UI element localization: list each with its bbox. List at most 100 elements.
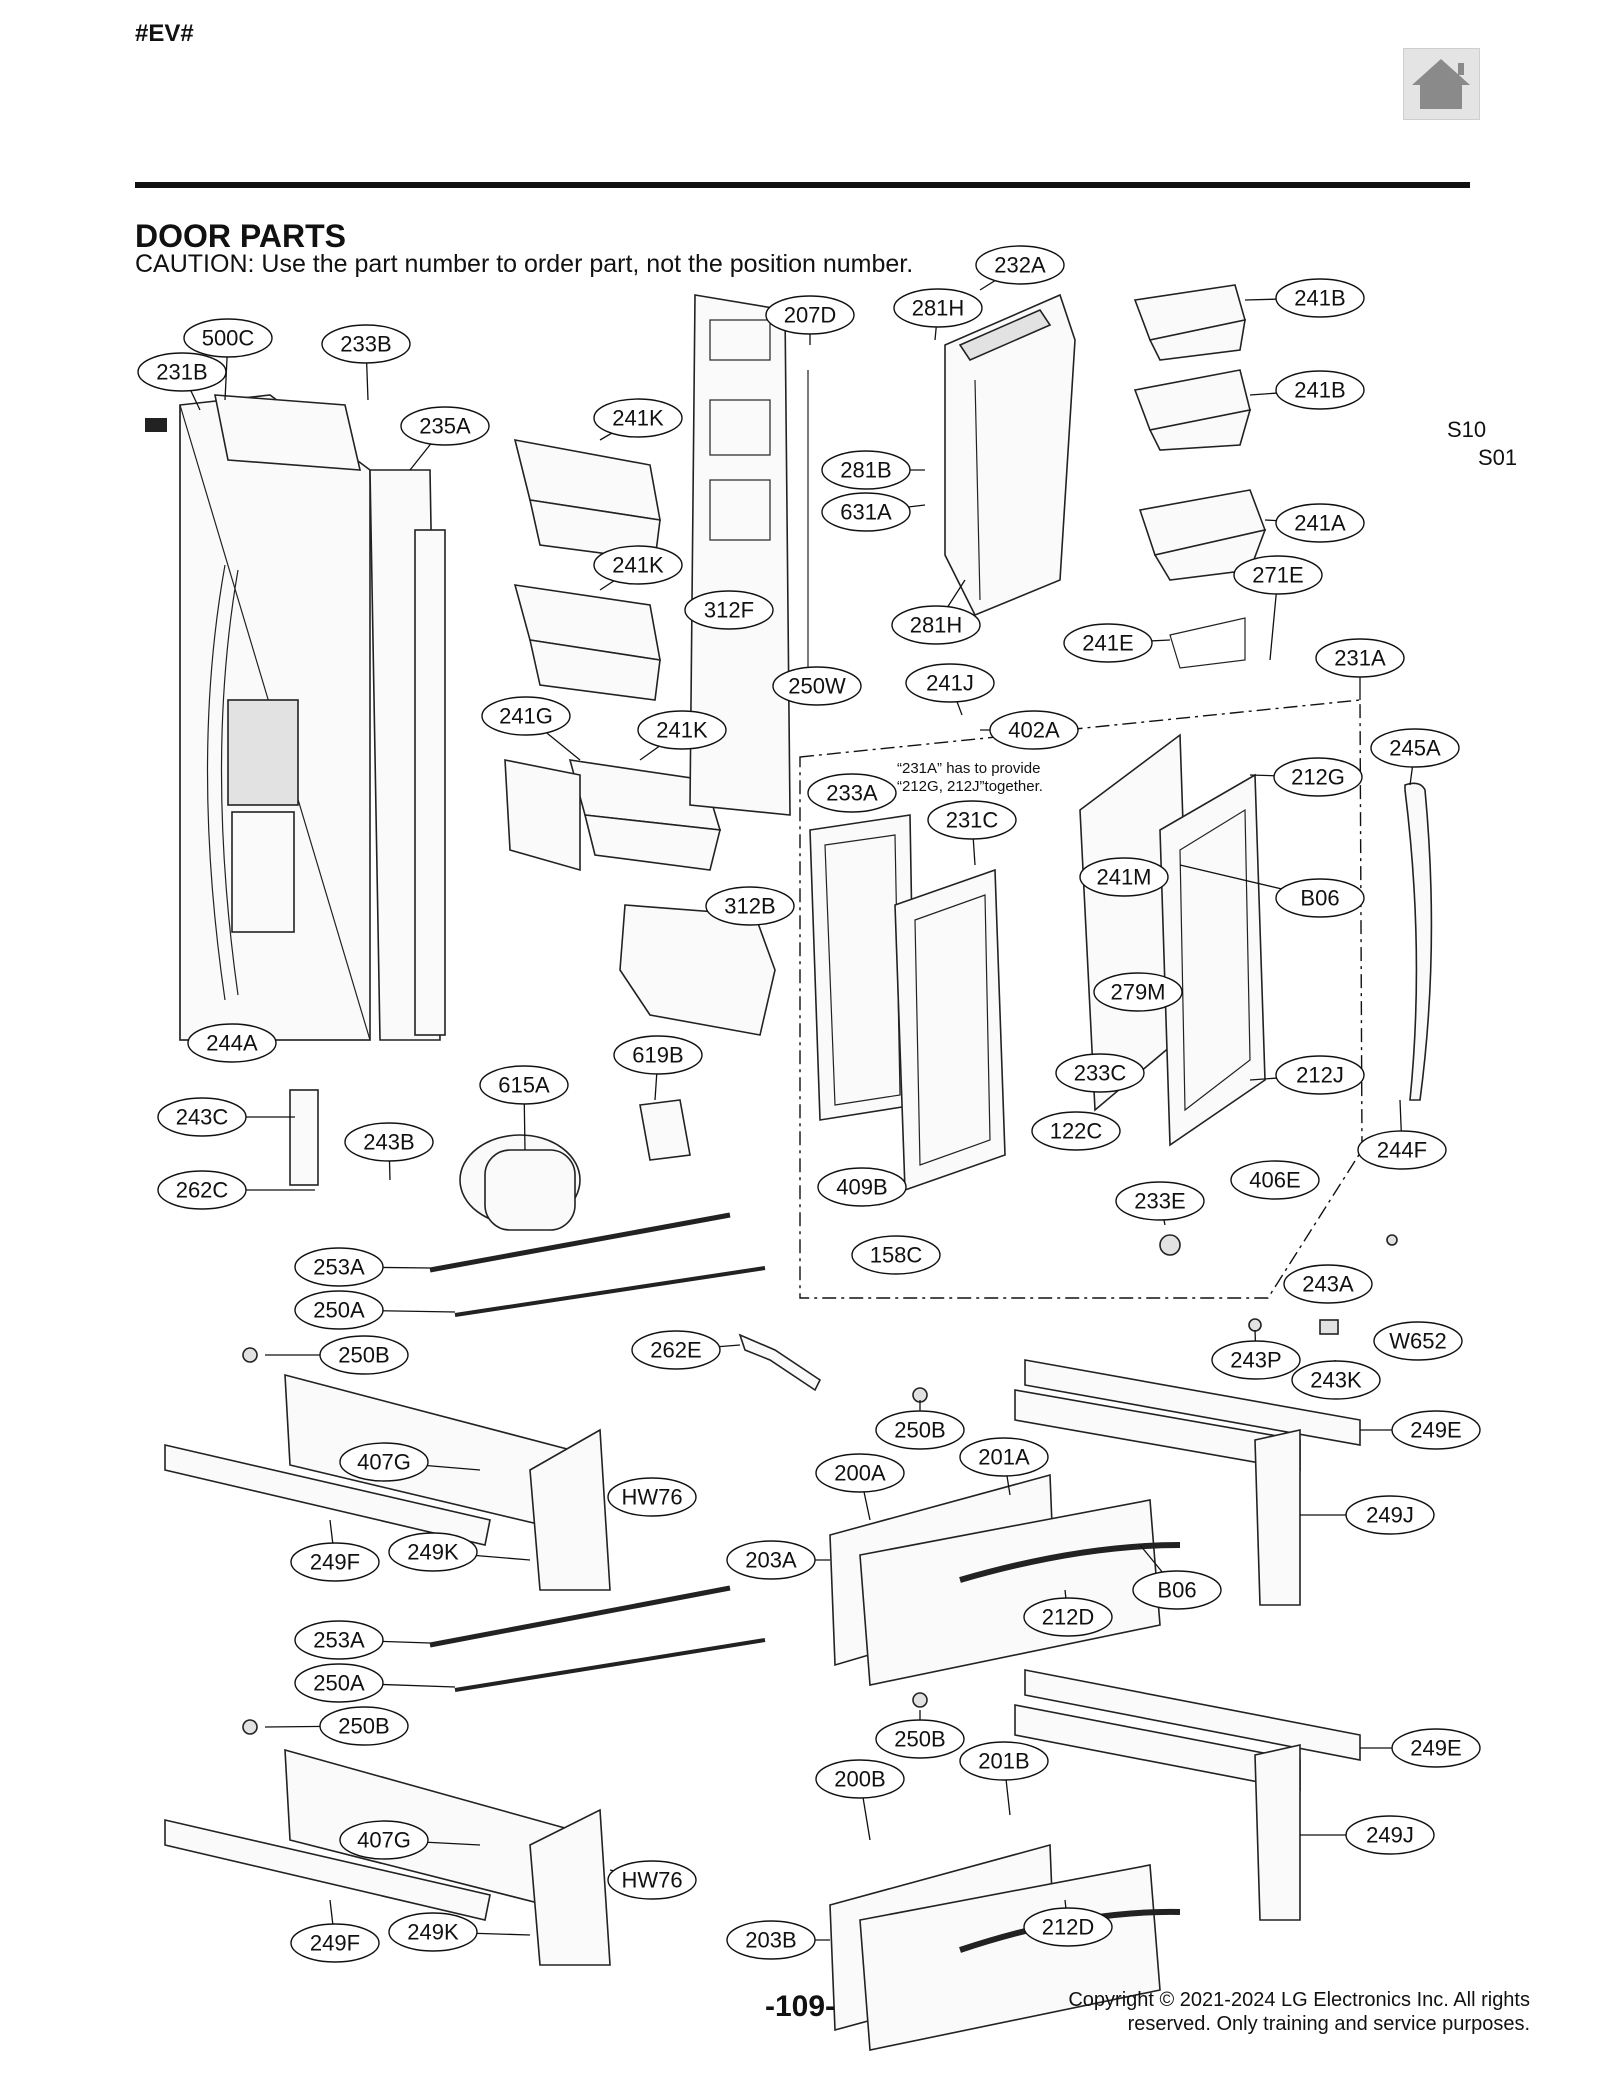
callout-label: 200A bbox=[834, 1461, 886, 1486]
callout-label: 249K bbox=[407, 1540, 459, 1565]
callout-label: 232A bbox=[994, 253, 1046, 278]
callout-label: 281H bbox=[910, 613, 963, 638]
callout-250b: 250B bbox=[319, 1335, 409, 1375]
callout-label: B06 bbox=[1300, 886, 1339, 911]
callout-281h: 281H bbox=[891, 605, 981, 645]
callout-233c: 233C bbox=[1055, 1053, 1145, 1093]
callout-label: 241M bbox=[1096, 865, 1151, 890]
callout-label: 615A bbox=[498, 1073, 550, 1098]
callout-label: 312F bbox=[704, 598, 754, 623]
callout-207d: 207D bbox=[765, 295, 855, 335]
callout-231a: 231A bbox=[1315, 638, 1405, 678]
callout-label: B06 bbox=[1157, 1578, 1196, 1603]
header-rule bbox=[135, 182, 1470, 188]
callout-label: 233C bbox=[1074, 1061, 1127, 1086]
callout-250a: 250A bbox=[294, 1290, 384, 1330]
copyright-line-2: reserved. Only training and service purp… bbox=[1127, 2013, 1530, 2035]
callout-203b: 203B bbox=[726, 1920, 816, 1960]
home-icon bbox=[1412, 59, 1470, 109]
callout-262c: 262C bbox=[157, 1170, 247, 1210]
callout-label: HW76 bbox=[621, 1485, 682, 1510]
callout-212d: 212D bbox=[1023, 1597, 1113, 1637]
callout-281b: 281B bbox=[821, 450, 911, 490]
callout-label: 241J bbox=[926, 671, 974, 696]
callout-241a: 241A bbox=[1275, 503, 1365, 543]
callout-hw76: HW76 bbox=[607, 1477, 697, 1517]
callout-label: 253A bbox=[313, 1628, 365, 1653]
callout-label: 243B bbox=[363, 1130, 414, 1155]
callout-label: 207D bbox=[784, 303, 837, 328]
callout-w652: W652 bbox=[1373, 1321, 1463, 1361]
callout-label: 241A bbox=[1294, 511, 1346, 536]
callout-241k: 241K bbox=[593, 545, 683, 585]
callout-label: 250W bbox=[788, 674, 846, 699]
small-parts-drawing bbox=[242, 1234, 1398, 1735]
callout-label: 212D bbox=[1042, 1605, 1095, 1630]
callout-402a: 402A bbox=[989, 710, 1079, 750]
callout-label: 212J bbox=[1296, 1063, 1344, 1088]
callout-label: 281H bbox=[912, 296, 965, 321]
callout-406e: 406E bbox=[1230, 1160, 1320, 1200]
callout-label: 122C bbox=[1050, 1119, 1103, 1144]
callout-label: 500C bbox=[202, 326, 255, 351]
callout-212d: 212D bbox=[1023, 1907, 1113, 1947]
callout-631a: 631A bbox=[821, 492, 911, 532]
callout-label: 249F bbox=[310, 1550, 360, 1575]
callout-label: 243A bbox=[1302, 1272, 1354, 1297]
callout-500c: 500C bbox=[183, 318, 273, 358]
callout-label: 250B bbox=[894, 1727, 945, 1752]
callout-b06: B06 bbox=[1275, 878, 1365, 918]
callout-label: 402A bbox=[1008, 718, 1060, 743]
callout-243a: 243A bbox=[1283, 1264, 1373, 1304]
side-code-1: S10 bbox=[1447, 417, 1487, 442]
callout-label: 249K bbox=[407, 1920, 459, 1945]
note-line-2: “212G, 212J”together. bbox=[897, 778, 1043, 795]
callout-label: 241B bbox=[1294, 286, 1345, 311]
callout-label: HW76 bbox=[621, 1868, 682, 1893]
callout-201b: 201B bbox=[959, 1741, 1049, 1781]
callout-158c: 158C bbox=[851, 1235, 941, 1275]
callout-label: 619B bbox=[632, 1043, 683, 1068]
callout-label: 201A bbox=[978, 1445, 1030, 1470]
door-panel-drawing bbox=[689, 294, 809, 816]
callout-label: 241B bbox=[1294, 378, 1345, 403]
callout-hw76: HW76 bbox=[607, 1860, 697, 1900]
callout-label: 250B bbox=[338, 1343, 389, 1368]
callout-249e: 249E bbox=[1391, 1410, 1481, 1450]
callout-label: 262E bbox=[650, 1338, 701, 1363]
callout-label: 407G bbox=[357, 1450, 411, 1475]
rails-drawing bbox=[429, 1212, 766, 1692]
inner-door-drawing bbox=[809, 733, 1266, 1192]
callout-label: 406E bbox=[1249, 1168, 1300, 1193]
callout-label: 233A bbox=[826, 781, 878, 806]
callout-label: 231C bbox=[946, 808, 999, 833]
callout-262e: 262E bbox=[631, 1330, 721, 1370]
home-button[interactable] bbox=[1403, 48, 1480, 120]
callout-250b: 250B bbox=[875, 1410, 965, 1450]
callout-253a: 253A bbox=[294, 1620, 384, 1660]
callout-241b: 241B bbox=[1275, 278, 1365, 318]
callout-312f: 312F bbox=[684, 590, 774, 630]
group-note: “231A” has to provide “212G, 212J”togeth… bbox=[897, 760, 1043, 796]
callout-243k: 243K bbox=[1291, 1360, 1381, 1400]
callout-label: 262C bbox=[176, 1178, 229, 1203]
callout-label: 231B bbox=[156, 360, 207, 385]
callout-label: 249E bbox=[1410, 1736, 1461, 1761]
callout-200a: 200A bbox=[815, 1453, 905, 1493]
callout-232a: 232A bbox=[975, 245, 1065, 285]
callout-279m: 279M bbox=[1093, 972, 1183, 1012]
copyright-line-1: Copyright © 2021-2024 LG Electronics Inc… bbox=[1068, 1989, 1530, 2011]
callout-241k: 241K bbox=[637, 710, 727, 750]
callout-label: W652 bbox=[1389, 1329, 1446, 1354]
callout-label: 212G bbox=[1291, 765, 1345, 790]
callout-231c: 231C bbox=[927, 800, 1017, 840]
callout-249k: 249K bbox=[388, 1912, 478, 1952]
callout-409b: 409B bbox=[817, 1167, 907, 1207]
callout-249j: 249J bbox=[1345, 1815, 1435, 1855]
callout-label: 241K bbox=[612, 553, 664, 578]
left-rails-drawing bbox=[164, 1373, 611, 1966]
callout-label: 203A bbox=[745, 1548, 797, 1573]
callout-244f: 244F bbox=[1357, 1130, 1447, 1170]
callout-241b: 241B bbox=[1275, 370, 1365, 410]
callout-200b: 200B bbox=[815, 1759, 905, 1799]
